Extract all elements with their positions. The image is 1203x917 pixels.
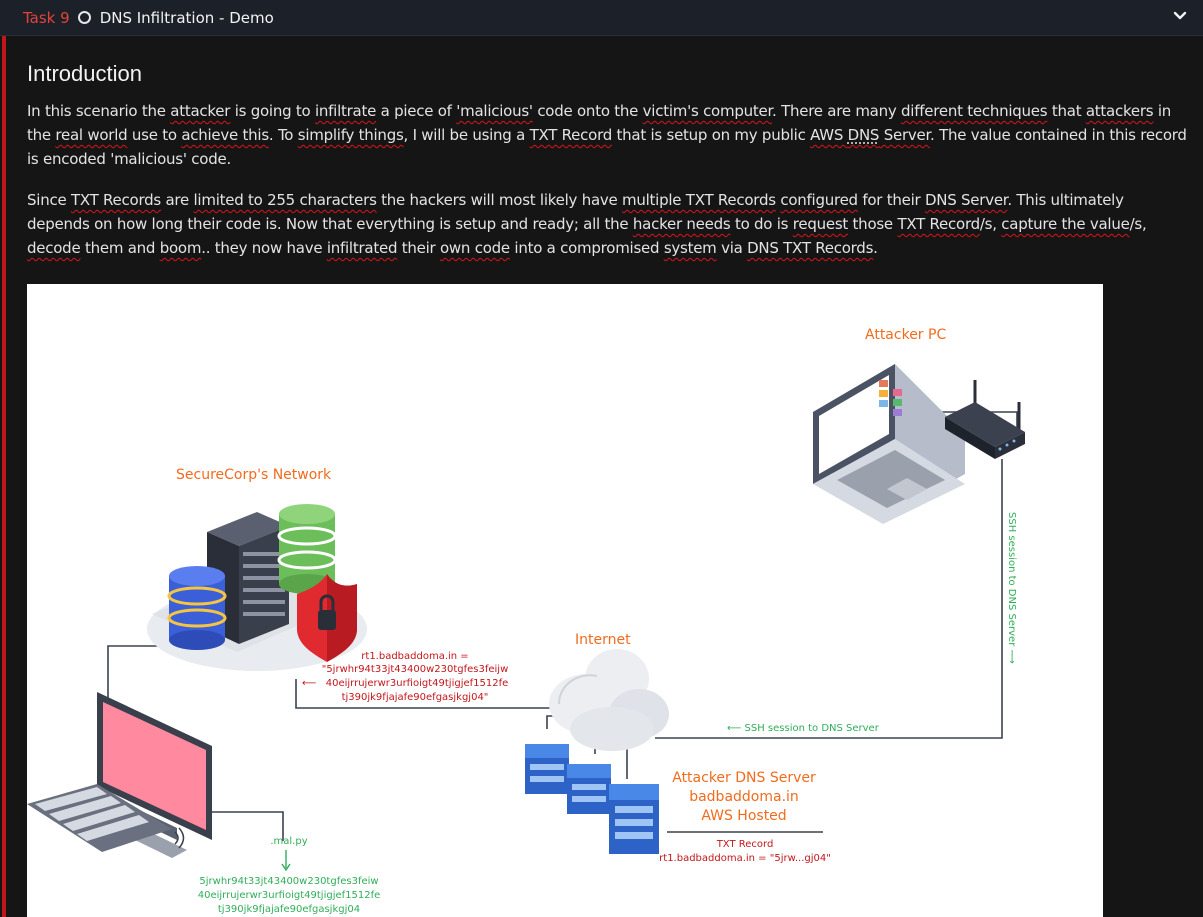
connector-lines	[107, 411, 1018, 841]
cloud-icon	[549, 649, 669, 751]
txt-record-value: rt1.badbaddoma.in = "5jrw...gj04"	[659, 853, 831, 864]
task-accent-bar	[2, 36, 6, 917]
intro-paragraph-1: In this scenario the attacker is going t…	[27, 102, 1187, 168]
dns-infiltration-diagram: Attacker PC SecureCorp's Network Interne…	[27, 284, 1103, 917]
section-heading: Introduction	[27, 61, 142, 86]
ssh-horizontal-label: ⟵ SSH session to DNS Server	[727, 723, 880, 734]
task-complete-circle-icon[interactable]	[77, 11, 91, 24]
task-title: DNS Infiltration - Demo	[99, 8, 274, 27]
router-icon	[945, 380, 1025, 459]
ssh-vertical-label: SSH session to DNS Server ⟶	[1006, 512, 1017, 664]
dns-server-label-3: AWS Hosted	[701, 808, 786, 824]
mal-code-line-3: tj390jk9fjajafe90efgasjkgj04	[218, 904, 360, 915]
task-header[interactable]: Task 9 DNS Infiltration - Demo	[0, 0, 1203, 36]
attacker-pc-label: Attacker PC	[865, 327, 946, 343]
response-line-3: 40eijrrujerwr3urfioigt49tjigjef1512fe	[326, 678, 509, 689]
dns-server-label-2: badbaddoma.in	[689, 789, 799, 805]
dns-server-icon	[525, 744, 659, 854]
dns-server-label-1: Attacker DNS Server	[672, 770, 816, 786]
chevron-down-icon[interactable]	[1173, 9, 1187, 23]
shield-icon	[297, 574, 357, 662]
response-arrow: ⟵	[302, 678, 316, 689]
task-content: Introduction In this scenario the attack…	[27, 36, 1187, 260]
victim-computer-icon	[27, 692, 212, 858]
response-line-1: rt1.badbaddoma.in =	[361, 651, 468, 662]
internet-label: Internet	[575, 632, 631, 648]
intro-paragraph-2: Since TXT Records are limited to 255 cha…	[27, 191, 1147, 257]
mal-file-label: .mal.py	[270, 836, 307, 847]
response-line-4: tj390jk9fjajafe90efgasjkgj04"	[342, 692, 489, 703]
securecorp-network-label: SecureCorp's Network	[176, 467, 332, 483]
attacker-laptop-icon	[813, 364, 965, 524]
response-line-2: "5jrwhr94t33jt43400w230tgfes3feijw	[322, 664, 509, 675]
task-number: Task 9	[23, 8, 70, 27]
txt-record-title: TXT Record	[716, 839, 774, 850]
mal-code-line-1: 5jrwhr94t33jt43400w230tgfes3feiw	[199, 876, 378, 887]
mal-code-line-2: 40eijrrujerwr3urfioigt49tjigjef1512fe	[198, 890, 381, 901]
